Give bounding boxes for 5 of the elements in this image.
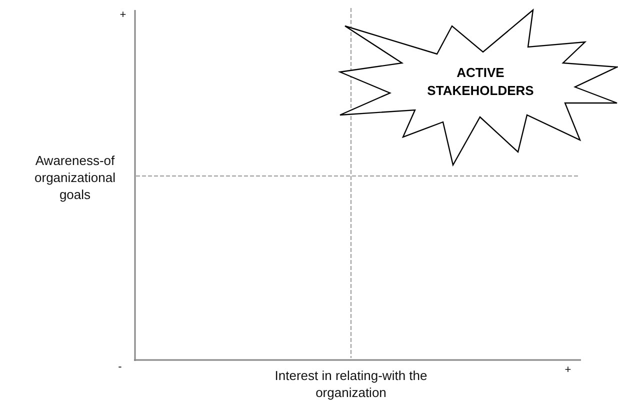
y-axis-label: Awareness-of organizational goals bbox=[34, 153, 116, 204]
x-axis-label: Interest in relating-with the organization bbox=[274, 368, 428, 402]
axis-plus-sign: + bbox=[564, 363, 572, 378]
axis-plus-sign: + bbox=[118, 8, 128, 22]
axis-minus-sign: - bbox=[117, 360, 123, 374]
